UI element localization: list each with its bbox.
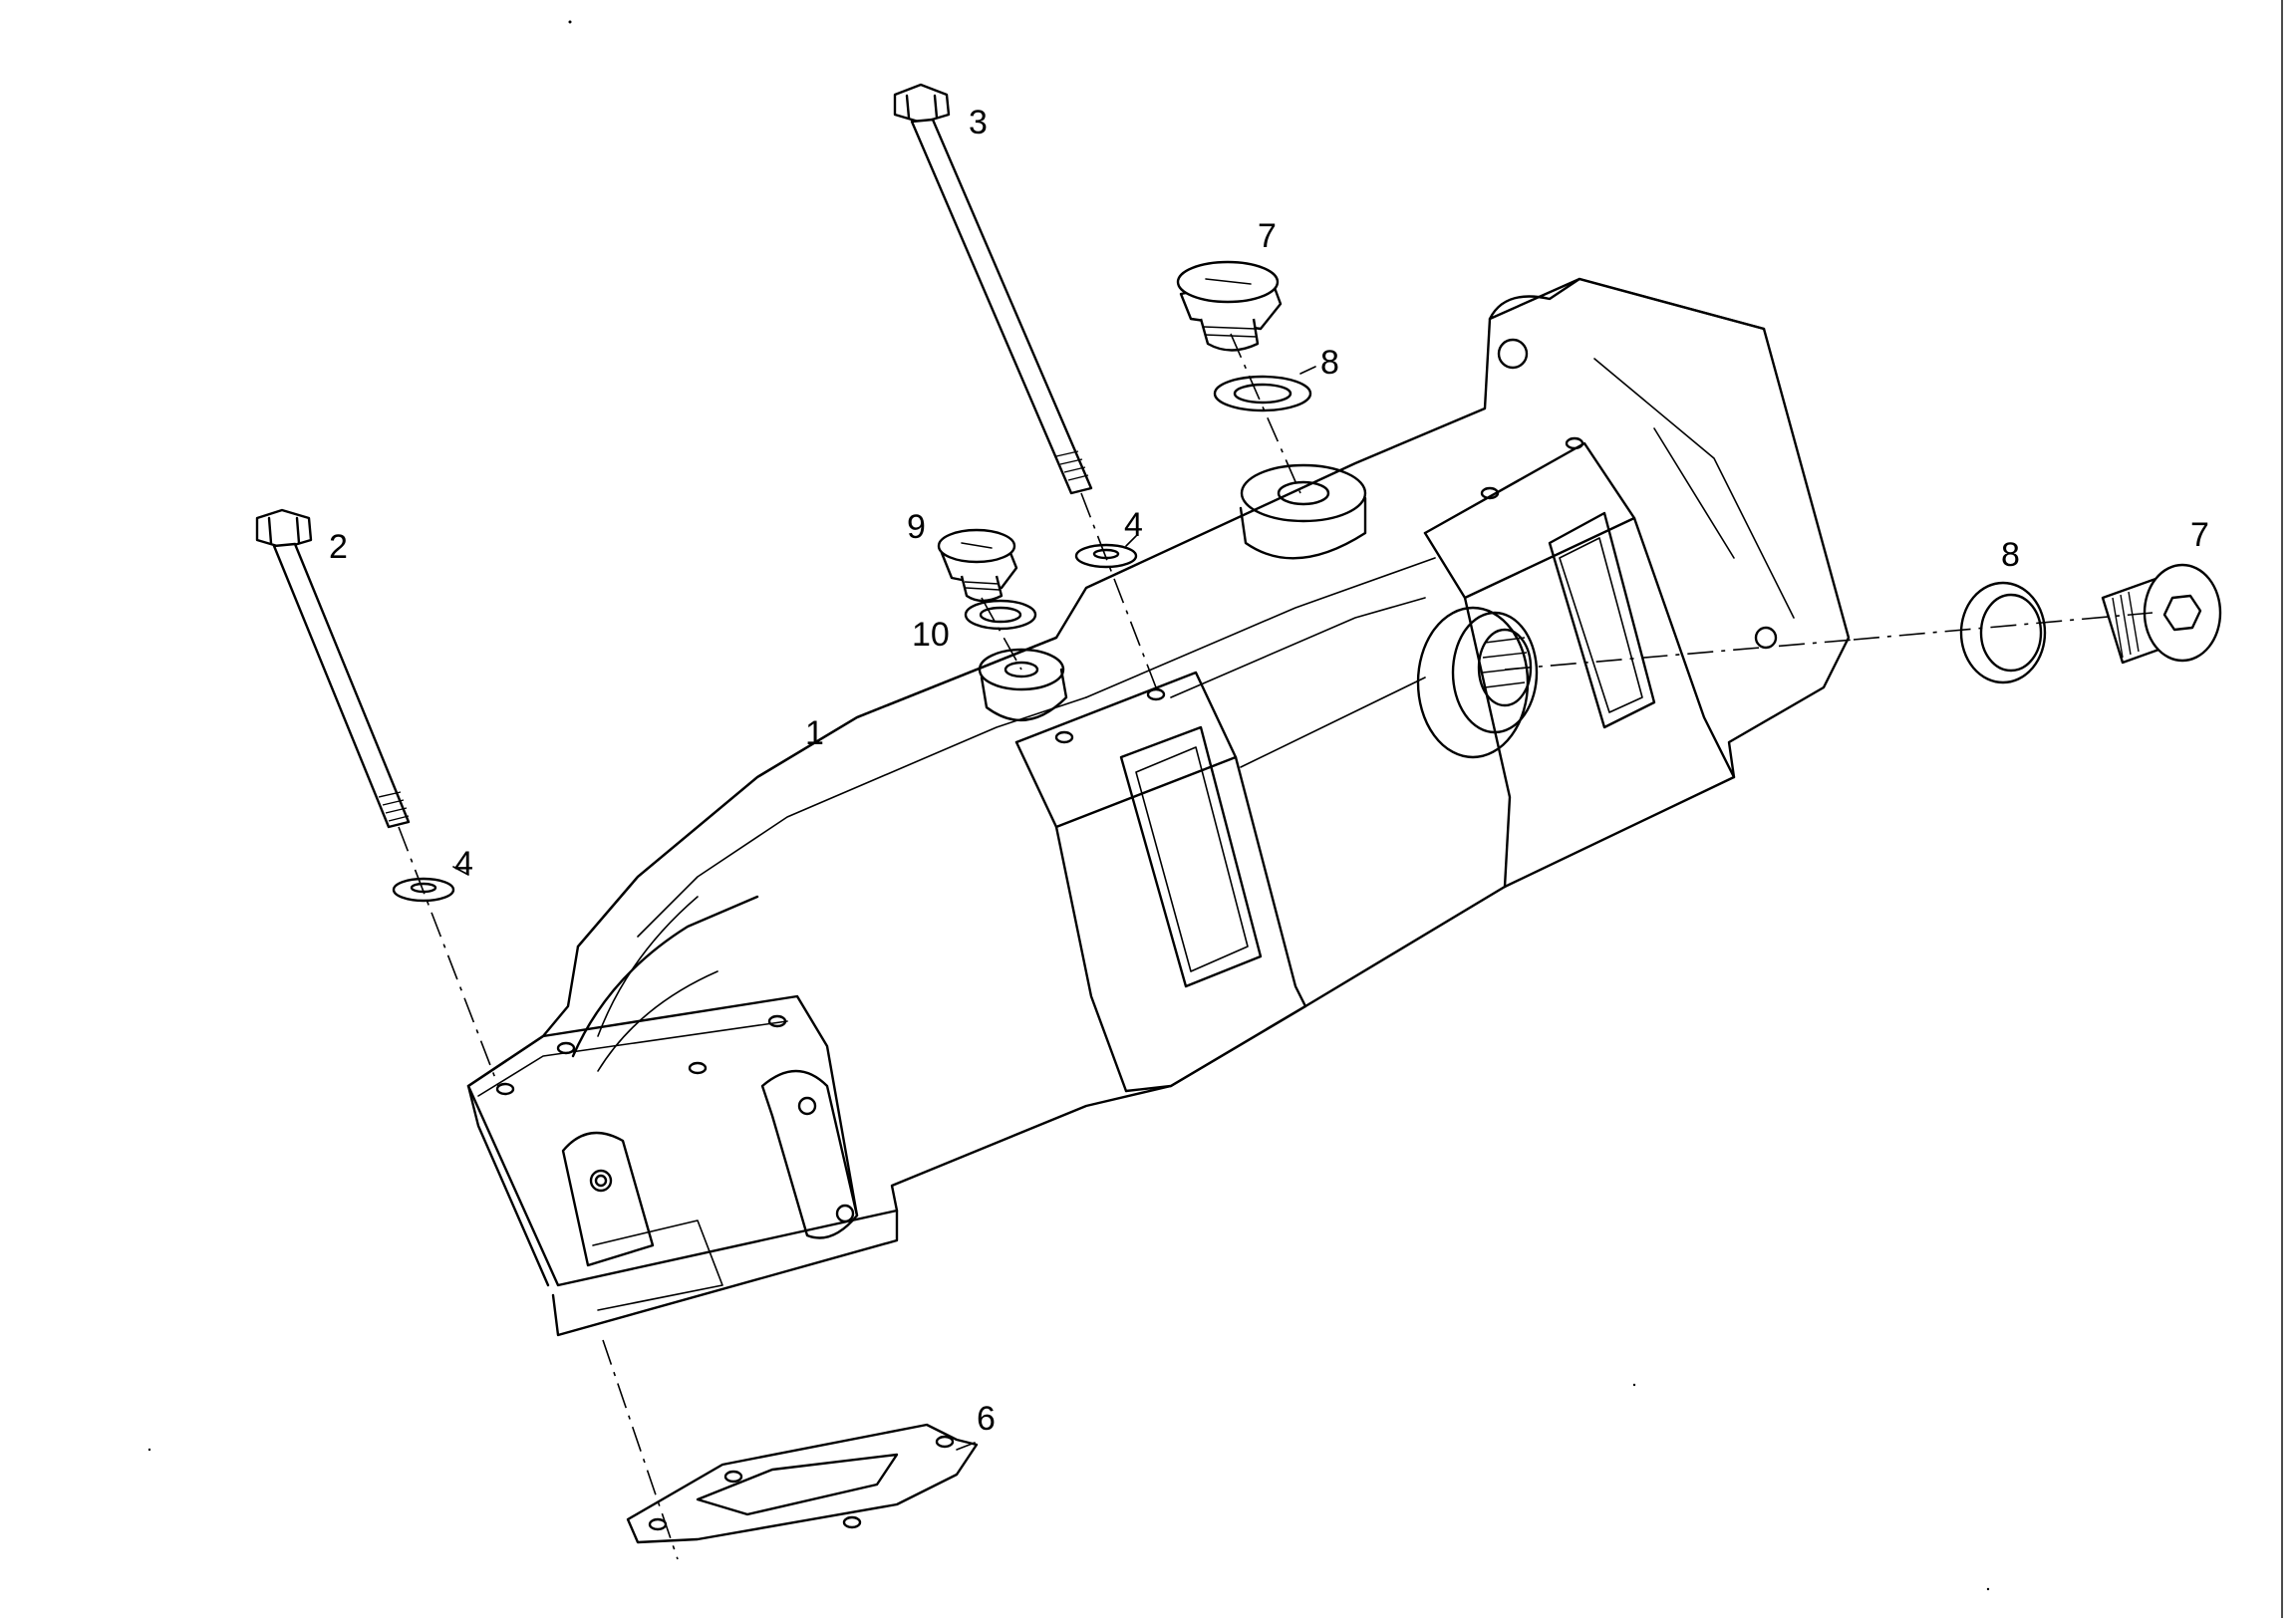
scan-speck xyxy=(568,20,572,24)
callout-labels: 1 2 3 4 4 6 7 7 8 8 9 10 xyxy=(329,104,2209,1438)
callout-3: 3 xyxy=(969,104,988,141)
manifold-body xyxy=(466,277,1851,1337)
scan-speck xyxy=(147,1448,151,1452)
callout-7-top: 7 xyxy=(1258,217,1277,255)
bolt-3 xyxy=(893,83,1093,495)
bolt-2 xyxy=(255,508,411,829)
callout-7-right: 7 xyxy=(2190,516,2209,554)
callout-6: 6 xyxy=(977,1400,996,1438)
callout-4-right: 4 xyxy=(1124,506,1143,544)
callout-8-top: 8 xyxy=(1320,344,1339,382)
callout-1: 1 xyxy=(805,714,824,752)
callout-4-left: 4 xyxy=(454,845,473,883)
centerlines xyxy=(398,333,2153,1560)
seal-8-top xyxy=(1213,375,1312,412)
scan-speck xyxy=(1632,1383,1636,1387)
plug-7-right xyxy=(2101,563,2222,665)
gasket-6 xyxy=(626,1423,979,1544)
seal-10 xyxy=(964,599,1037,631)
callout-9: 9 xyxy=(907,508,926,546)
callout-8-right: 8 xyxy=(2001,536,2020,574)
scan-speck xyxy=(1986,1587,1990,1591)
plug-7-top xyxy=(1176,260,1283,352)
leader-6 xyxy=(956,1442,976,1451)
callout-10: 10 xyxy=(912,616,950,654)
plug-9 xyxy=(937,528,1018,603)
leader-4-right xyxy=(1125,535,1137,547)
leader-8-top xyxy=(1299,366,1316,375)
callout-2: 2 xyxy=(329,528,348,566)
leader-4-left xyxy=(452,866,469,876)
seal-8-right xyxy=(1959,581,2047,684)
